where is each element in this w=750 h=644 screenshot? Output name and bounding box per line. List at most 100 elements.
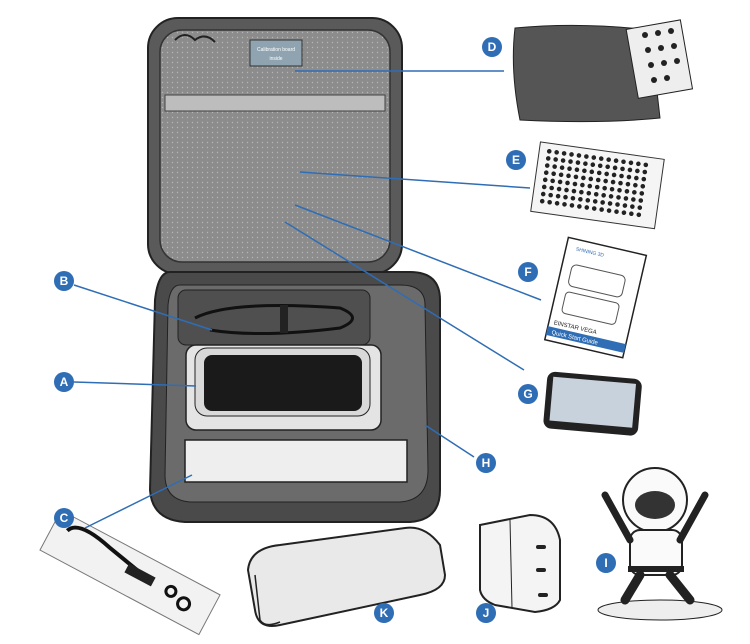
calibration-dot xyxy=(542,177,548,183)
calibration-dot xyxy=(545,156,551,161)
calibration-dot xyxy=(610,179,616,185)
calibration-dot xyxy=(575,160,581,165)
leader-f xyxy=(294,204,542,301)
calibration-dot xyxy=(616,195,621,200)
scanner-device xyxy=(194,347,371,417)
calibration-dot xyxy=(569,152,574,157)
leader-lines xyxy=(73,70,542,529)
calibration-dot xyxy=(589,169,595,175)
compartment-box xyxy=(184,439,408,483)
calibration-dot xyxy=(609,186,615,192)
calibration-dot xyxy=(591,206,597,211)
callout-label: H xyxy=(482,456,491,470)
calibration-dot xyxy=(548,192,553,198)
calibration-dot xyxy=(613,158,619,163)
callout-f: F xyxy=(518,262,538,282)
calibration-dot xyxy=(569,203,575,208)
calibration-dot xyxy=(632,190,637,195)
calibration-dot xyxy=(561,151,567,156)
calibration-dot xyxy=(636,161,641,167)
item-d-cloth-pouch xyxy=(512,19,694,123)
calibration-dot xyxy=(570,195,576,201)
callout-label: C xyxy=(60,511,69,525)
calibration-dot xyxy=(601,193,606,198)
calibration-dot xyxy=(574,167,580,173)
callout-badge xyxy=(518,262,538,282)
calibration-dot xyxy=(583,161,588,166)
item-e-calibration-board xyxy=(530,141,665,230)
calibration-dot xyxy=(620,166,625,172)
calibration-dot xyxy=(599,207,604,212)
calibration-dot xyxy=(628,160,634,166)
calibration-dot xyxy=(559,165,565,170)
callout-e: E xyxy=(506,150,526,170)
calibration-dot xyxy=(551,171,556,177)
leader-h xyxy=(424,424,475,458)
callout-badge xyxy=(518,384,538,404)
item-k-protective-sleeve xyxy=(246,526,447,627)
callout-badge xyxy=(374,603,394,623)
calibration-dot xyxy=(582,168,587,174)
zipper-pulls xyxy=(174,34,216,43)
calibration-dot xyxy=(622,203,628,208)
calibration-dot xyxy=(539,198,545,204)
callout-badge xyxy=(596,553,616,573)
calibration-dot xyxy=(607,201,613,206)
calibration-dot xyxy=(564,187,569,193)
leader-g xyxy=(284,221,525,371)
calibration-dot xyxy=(578,197,583,202)
calibration-dot xyxy=(588,176,594,182)
calibration-dot xyxy=(621,159,626,165)
calibration-dot xyxy=(587,183,593,189)
calibration-dot xyxy=(560,158,566,163)
item-c-lanyard-kit xyxy=(39,509,221,636)
calibration-dot xyxy=(555,193,561,199)
leader-b xyxy=(73,284,213,331)
calibration-dot xyxy=(625,181,631,187)
calibration-dot xyxy=(571,188,577,194)
calibration-dot xyxy=(556,186,562,192)
calibration-dot xyxy=(597,163,603,169)
item-j-power-adapter xyxy=(479,513,561,614)
callout-label: J xyxy=(483,606,490,620)
usb-cable xyxy=(194,304,354,336)
calibration-dot xyxy=(590,162,596,167)
calibration-dot xyxy=(586,190,592,196)
calibration-dot xyxy=(584,205,590,210)
callout-label: F xyxy=(524,265,531,279)
calibration-dot xyxy=(617,187,622,193)
calibration-dot xyxy=(543,170,549,175)
calibration-dot xyxy=(637,205,643,210)
callout-label: D xyxy=(488,40,497,54)
calibration-dot xyxy=(602,185,607,191)
calibration-dot xyxy=(563,194,568,200)
calibration-dot xyxy=(596,170,602,176)
calibration-dot xyxy=(635,168,640,174)
calibration-dot xyxy=(615,202,620,207)
calibration-dot xyxy=(638,198,644,203)
calibration-dot xyxy=(562,202,567,207)
calibration-dot xyxy=(554,201,560,206)
case-base xyxy=(148,271,441,523)
calibration-dot xyxy=(549,185,554,191)
calibration-dot xyxy=(612,165,618,171)
calibration-dot xyxy=(567,166,572,171)
callout-a: A xyxy=(54,372,74,392)
calibration-dot xyxy=(604,171,609,177)
callout-label: B xyxy=(60,274,69,288)
calibration-dot xyxy=(544,163,550,168)
leader-a xyxy=(73,381,197,387)
calibration-dot xyxy=(581,175,586,181)
callout-badge xyxy=(476,453,496,473)
calibration-tag xyxy=(249,39,303,67)
calibration-dot xyxy=(636,212,642,218)
callout-g: G xyxy=(518,384,538,404)
calibration-dot xyxy=(540,191,546,197)
calibration-dot xyxy=(640,183,646,189)
calibration-dot xyxy=(608,194,614,199)
calibration-dot xyxy=(639,191,645,196)
calibration-dot xyxy=(579,189,584,195)
callout-d: D xyxy=(482,37,502,57)
calibration-dot xyxy=(577,204,582,209)
calibration-dot xyxy=(547,199,552,205)
